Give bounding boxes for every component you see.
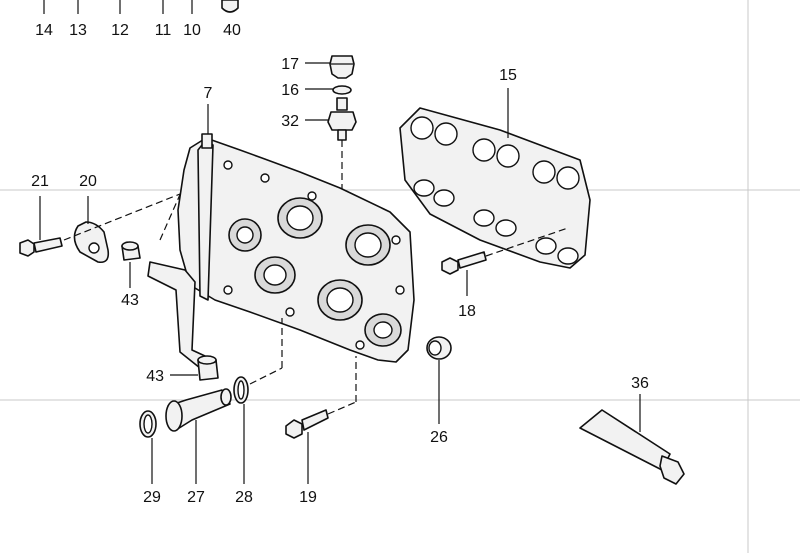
part-36-tube-body — [579, 409, 671, 471]
callout-21: 21 — [31, 173, 49, 190]
callout-36: 36 — [631, 375, 649, 392]
callout-14: 14 — [35, 22, 53, 39]
part-19-bolt-shank — [301, 409, 329, 431]
sealant-tube-36: 36 — [579, 375, 685, 485]
part-19-bolt-head — [285, 419, 303, 439]
part-15-intake-manifold: 15 — [399, 67, 591, 269]
part-32-sensor-body — [336, 97, 348, 111]
callout-19: 19 — [299, 489, 317, 506]
part-18-bolt-head — [441, 257, 459, 275]
part-7-camshaft-housing: 7 — [177, 85, 415, 363]
intake-ports-top — [410, 116, 580, 190]
bottom-row-parts: 29 27 28 19 — [139, 318, 357, 506]
bolt-gasket-group-left: 21 20 — [19, 173, 181, 264]
callout-40: 40 — [223, 22, 241, 39]
part-17-cap — [329, 55, 355, 79]
callout-12: 12 — [111, 22, 129, 39]
part-36-tube-cap — [659, 455, 685, 485]
callout-29: 29 — [143, 489, 161, 506]
callout-13: 13 — [69, 22, 87, 39]
callout-11: 11 — [155, 22, 172, 39]
part-40-fitting — [221, 0, 239, 13]
part-20-gasket — [73, 221, 110, 264]
callout-43-upper: 43 — [121, 292, 139, 309]
seal-26: 26 — [426, 336, 452, 446]
part-21-bolt-head — [19, 239, 35, 257]
callout-16: 16 — [281, 82, 299, 99]
callout-18: 18 — [458, 303, 476, 320]
callout-20: 20 — [79, 173, 97, 190]
callout-26: 26 — [430, 429, 448, 446]
oil-pipe: 43 43 — [121, 189, 219, 385]
callout-17: 17 — [281, 56, 299, 73]
callout-27: 27 — [187, 489, 205, 506]
callout-15: 15 — [499, 67, 517, 84]
intake-ports-bottom — [413, 179, 579, 265]
part-32-sensor-hex — [327, 111, 357, 131]
callout-43-lower: 43 — [146, 368, 164, 385]
part-16-washer — [332, 85, 352, 95]
callout-10: 10 — [183, 22, 201, 39]
callout-32: 32 — [281, 113, 299, 130]
part-18-bolt-shank — [457, 251, 487, 269]
callout-7: 7 — [204, 85, 213, 102]
part-21-bolt-shank — [33, 237, 63, 253]
cap-washer-sensor-stack: 17 16 32 — [281, 55, 357, 205]
callout-28: 28 — [235, 489, 253, 506]
top-row-callouts: 14 13 12 11 10 40 — [35, 0, 241, 39]
bolt-18: 18 — [441, 227, 569, 320]
